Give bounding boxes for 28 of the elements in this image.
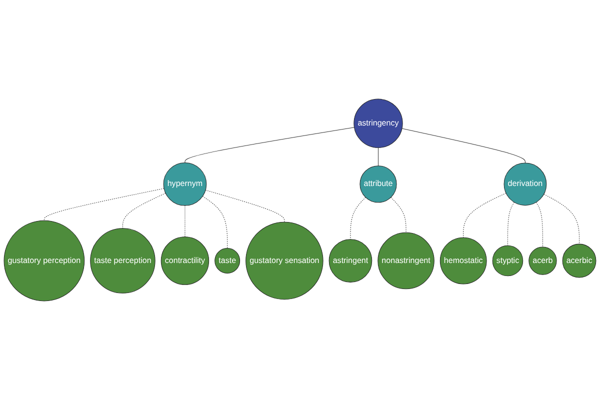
node-circle: astringency bbox=[354, 98, 403, 148]
node-circle: nonastringent bbox=[378, 232, 434, 290]
connector bbox=[44, 188, 164, 221]
node-circle: acerb bbox=[528, 246, 557, 275]
node-circle: gustatory perception bbox=[4, 220, 85, 302]
node-circle: gustatory sensation bbox=[246, 222, 324, 300]
connector bbox=[202, 196, 228, 249]
connector bbox=[122, 192, 166, 229]
node-circle: acerbic bbox=[562, 244, 596, 278]
node-circle: styptic bbox=[492, 245, 524, 276]
connector bbox=[536, 202, 543, 248]
connector bbox=[402, 128, 526, 164]
connector bbox=[507, 202, 514, 246]
node-circle: derivation bbox=[504, 162, 547, 206]
connector bbox=[184, 205, 186, 238]
connector bbox=[390, 197, 406, 233]
connector bbox=[184, 127, 354, 163]
node-circle: astringent bbox=[328, 239, 372, 282]
node-circle: attribute bbox=[360, 166, 397, 203]
node-circle: hypernym bbox=[163, 162, 207, 206]
node-circle: taste bbox=[214, 248, 240, 274]
connector bbox=[205, 190, 285, 222]
connector bbox=[463, 192, 506, 238]
node-circle: hemostatic bbox=[440, 237, 487, 284]
connector bbox=[544, 194, 580, 244]
connector bbox=[350, 197, 366, 240]
node-circle: taste perception bbox=[90, 228, 156, 294]
node-circle: contractility bbox=[160, 236, 210, 285]
